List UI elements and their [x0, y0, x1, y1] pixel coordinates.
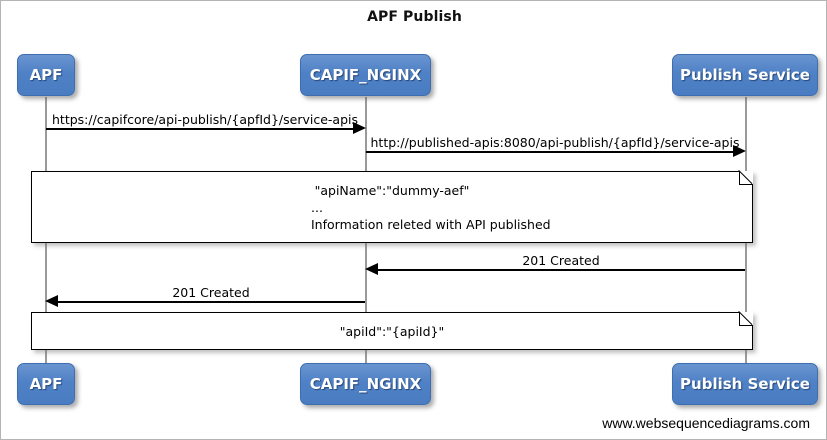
note-fold-corner-icon [739, 312, 753, 326]
note-fold-corner-icon [739, 171, 753, 185]
diagram-title: APF Publish [367, 9, 462, 25]
note-text-block: "apiName":"dummy-aef" ... Information re… [31, 171, 753, 243]
note-text-block: "apiId":"{apiId}" [31, 312, 753, 350]
participant-label: Publish Service [680, 66, 810, 84]
participant-publish-service-top[interactable]: Publish Service [672, 54, 818, 96]
note-shape [31, 171, 753, 243]
participant-label: CAPIF_NGINX [309, 66, 422, 84]
note-response-body: "apiId":"{apiId}" [31, 312, 753, 350]
message-label-4: 201 Created [172, 285, 250, 300]
participant-apf-top[interactable]: APF [17, 54, 75, 96]
participant-publish-service-bottom[interactable]: Publish Service [672, 363, 818, 405]
participant-label: APF [29, 66, 63, 84]
note-line: "apiName":"dummy-aef" [314, 182, 470, 198]
message-line-2 [366, 151, 734, 153]
note-line: ... [311, 199, 323, 215]
message-line-1 [46, 128, 354, 130]
message-label-1: https://capifcore/api-publish/{apfId}/se… [52, 112, 358, 127]
message-line-4 [57, 301, 365, 303]
participant-label: APF [29, 375, 63, 393]
participant-label: Publish Service [680, 375, 810, 393]
message-arrowhead-3 [365, 263, 378, 275]
note-request-body: "apiName":"dummy-aef" ... Information re… [31, 171, 753, 243]
message-arrowhead-4 [45, 295, 58, 307]
participant-capif-nginx-top[interactable]: CAPIF_NGINX [300, 54, 431, 96]
participant-capif-nginx-bottom[interactable]: CAPIF_NGINX [300, 363, 431, 405]
message-arrowhead-2 [733, 145, 746, 157]
watermark-footer: www.websequencediagrams.com [602, 415, 810, 431]
participant-label: CAPIF_NGINX [309, 375, 422, 393]
message-arrowhead-1 [353, 122, 366, 134]
note-right-edge [752, 185, 753, 243]
note-line: "apiId":"{apiId}" [339, 323, 445, 339]
message-label-2: http://published-apis:8080/api-publish/{… [370, 135, 740, 150]
note-line: Information releted with API published [311, 216, 551, 232]
message-label-3: 201 Created [522, 253, 600, 268]
note-shape [31, 312, 753, 350]
message-line-3 [377, 269, 745, 271]
participant-apf-bottom[interactable]: APF [17, 363, 75, 405]
note-right-edge [752, 326, 753, 350]
